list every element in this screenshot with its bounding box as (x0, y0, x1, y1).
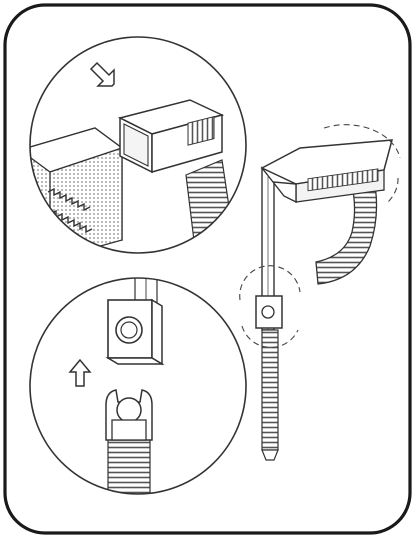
main-view-strap (239, 124, 401, 461)
arrow-up-icon (68, 358, 92, 387)
detail-circle-bottom (29, 277, 247, 495)
buckle (117, 99, 225, 174)
strap-hook (105, 389, 153, 494)
square-buckle (105, 298, 165, 366)
arrow-down-left-icon (89, 61, 115, 87)
detail-circle-top (29, 36, 247, 254)
